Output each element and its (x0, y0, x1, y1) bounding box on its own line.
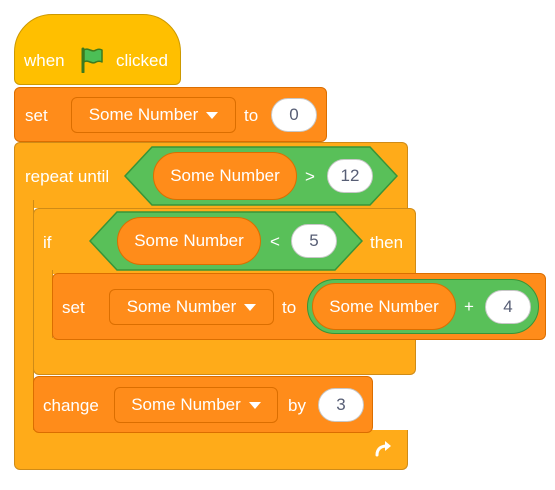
change-variable-block[interactable]: change Some Number by 3 (33, 376, 373, 433)
if-label: if (43, 233, 52, 252)
set-variable-block[interactable]: set Some Number to 0 (14, 87, 327, 142)
repeat-condition-value[interactable]: 12 (327, 159, 373, 193)
change-variable-dropdown-label: Some Number (131, 395, 241, 414)
if-arm (33, 270, 53, 340)
variable-dropdown[interactable]: Some Number (71, 97, 236, 133)
to-label: to (244, 106, 259, 125)
chevron-down-icon (206, 111, 219, 119)
if-condition-value[interactable]: 5 (291, 224, 337, 258)
addition-left-variable[interactable]: Some Number (312, 283, 456, 330)
greater-than-operator: > (305, 167, 315, 186)
if-condition-variable[interactable]: Some Number (117, 217, 261, 265)
repeat-condition-variable[interactable]: Some Number (153, 152, 297, 200)
repeat-until-footer (14, 430, 408, 470)
inner-variable-dropdown[interactable]: Some Number (109, 289, 274, 325)
when-label: when (24, 51, 65, 70)
repeat-until-label: repeat until (25, 167, 110, 186)
if-footer (33, 338, 416, 375)
variable-dropdown-label: Some Number (88, 105, 199, 124)
set-value-input[interactable]: 0 (271, 98, 317, 132)
inner-set-label: set (62, 298, 85, 317)
by-label: by (288, 396, 306, 415)
plus-operator: + (464, 297, 474, 316)
when-flag-clicked-block[interactable]: when clicked (14, 14, 181, 85)
inner-variable-dropdown-label: Some Number (126, 297, 237, 316)
green-flag-icon (81, 47, 103, 73)
clicked-label: clicked (116, 51, 168, 70)
change-label: change (43, 396, 99, 415)
chevron-down-icon (248, 401, 261, 409)
less-than-operator: < (270, 232, 280, 251)
chevron-down-icon (244, 303, 257, 311)
change-value-input[interactable]: 3 (318, 388, 364, 422)
addition-right-value[interactable]: 4 (485, 290, 531, 324)
loop-arrow-icon (375, 441, 391, 457)
then-label: then (370, 233, 404, 252)
repeat-until-arm (14, 200, 34, 432)
set-label: set (25, 106, 48, 125)
change-variable-dropdown[interactable]: Some Number (114, 387, 278, 423)
inner-to-label: to (282, 298, 297, 317)
